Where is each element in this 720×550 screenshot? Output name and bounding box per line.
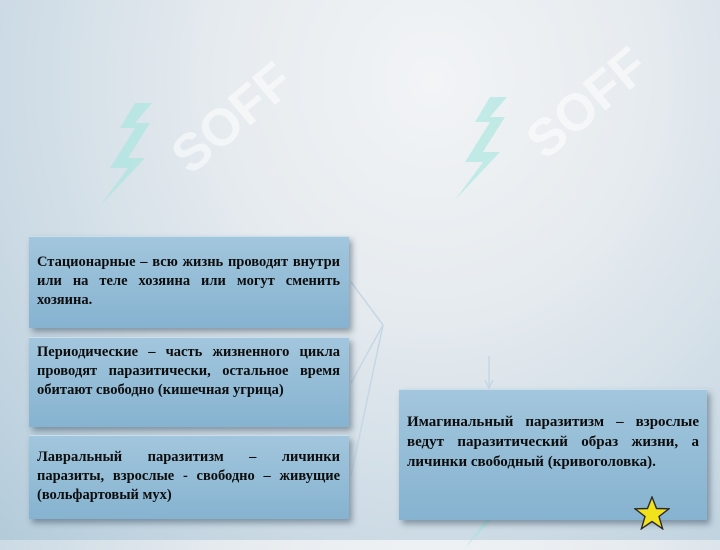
imaginal-parasitism-card: Имагинальный паразитизм – взрослые ведут… xyxy=(399,389,707,520)
larval-parasitism-text: Лавральный паразитизм – личинки паразиты… xyxy=(37,449,340,503)
stationary-parasites-card: Стационарные – всю жизнь проводят внутри… xyxy=(29,236,349,328)
star-icon[interactable] xyxy=(634,496,670,530)
periodic-parasites-text: Периодические – часть жизненного цикла п… xyxy=(37,344,340,398)
larval-parasitism-card: Лавральный паразитизм – личинки паразиты… xyxy=(29,435,349,519)
stationary-parasites-text: Стационарные – всю жизнь проводят внутри… xyxy=(37,254,340,308)
imaginal-parasitism-text: Имагинальный паразитизм – взрослые ведут… xyxy=(407,414,699,470)
periodic-parasites-card: Периодические – часть жизненного цикла п… xyxy=(29,337,349,427)
